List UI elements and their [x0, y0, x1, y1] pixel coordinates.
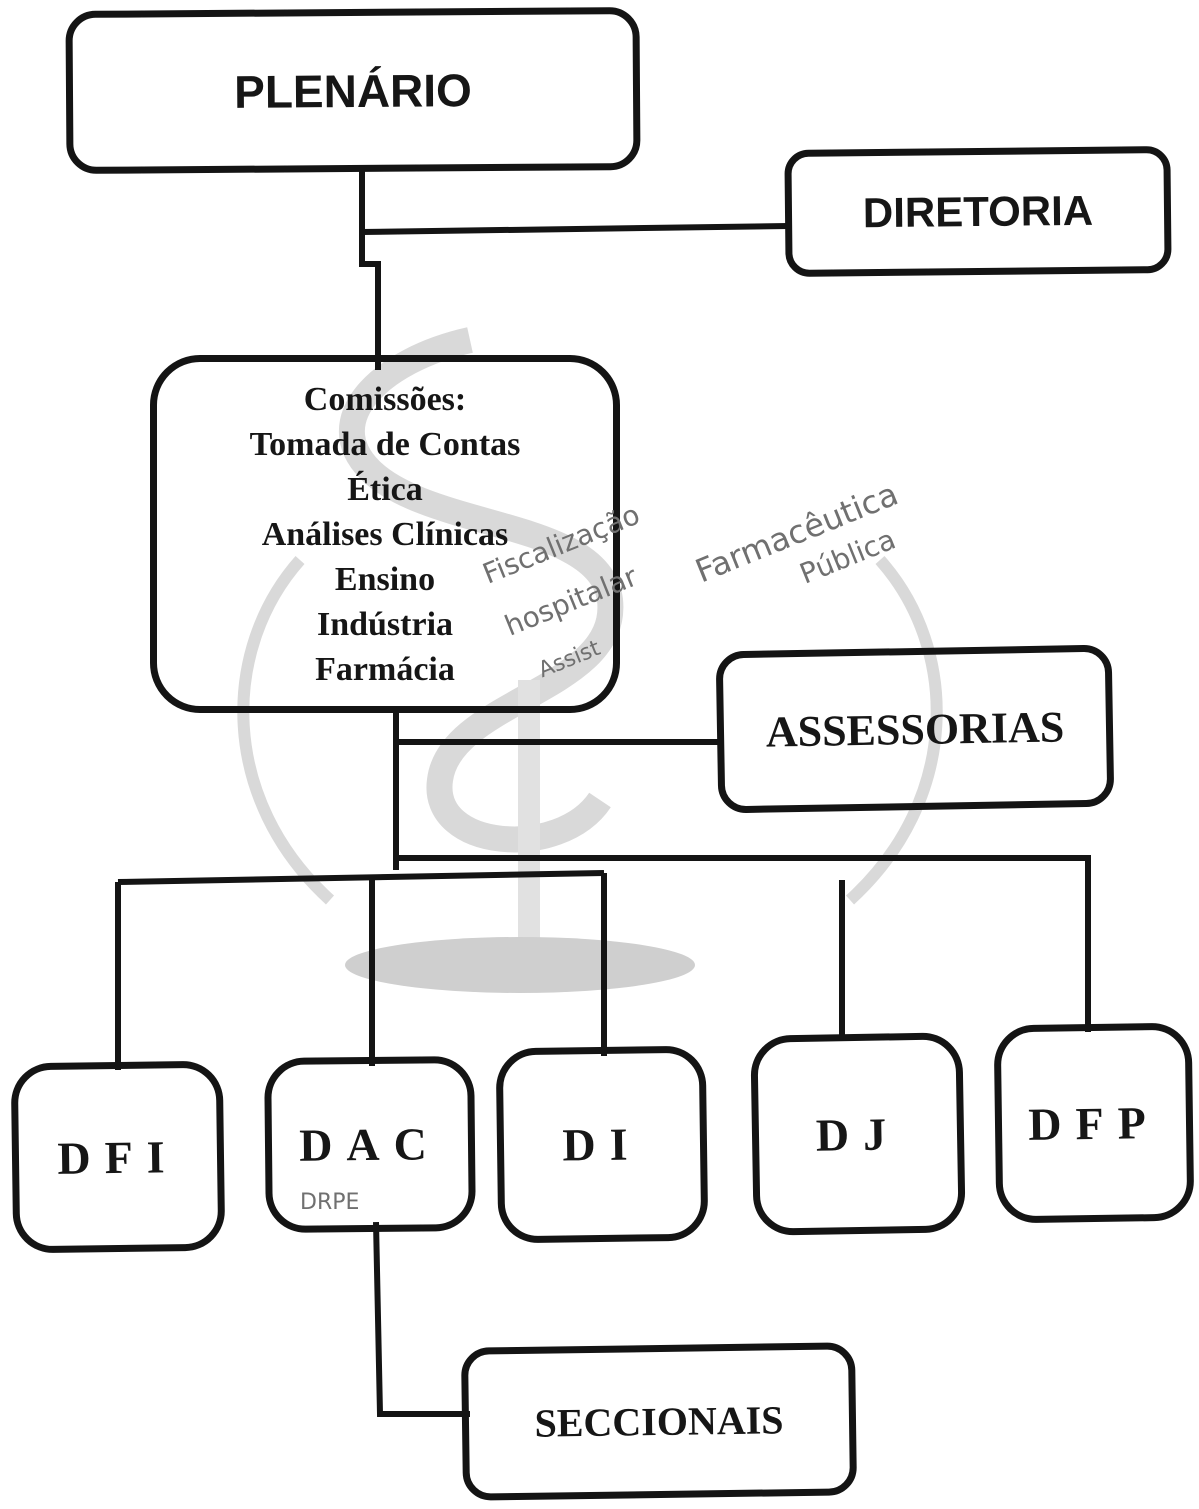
comissoes-box: Comissões: Tomada de Contas Ética Anális…	[150, 355, 620, 713]
comissao-item: Tomada de Contas	[249, 425, 521, 463]
assessorias-label: ASSESSORIAS	[765, 701, 1065, 757]
handwritten-note: DRPE	[300, 1190, 360, 1215]
department-label: DI	[562, 1118, 642, 1171]
assessorias-box: ASSESSORIAS	[715, 644, 1115, 814]
department-label: DAC	[298, 1118, 442, 1171]
department-box-dj: DJ	[750, 1032, 966, 1236]
department-box-di: DI	[495, 1045, 709, 1244]
plenario-box: PLENÁRIO	[65, 6, 641, 175]
seccionais-label: SECCIONAIS	[534, 1397, 784, 1446]
department-box-dfp: DFP	[993, 1022, 1195, 1224]
diretoria-box: DIRETORIA	[784, 145, 1172, 278]
diretoria-label: DIRETORIA	[862, 186, 1094, 236]
department-box-dac: DAC	[264, 1055, 476, 1234]
department-box-dfi: DFI	[10, 1060, 226, 1254]
comissao-item: Ensino	[334, 560, 436, 598]
comissao-item: Farmácia	[315, 650, 455, 688]
connector-lines	[115, 170, 1091, 1417]
comissao-item: Ética	[347, 470, 423, 508]
comissoes-title: Comissões:	[303, 380, 467, 418]
seccionais-box: SECCIONAIS	[460, 1342, 858, 1501]
comissao-item: Análises Clínicas	[261, 515, 509, 553]
department-label: DFI	[57, 1130, 179, 1184]
comissao-item: Indústria	[316, 605, 454, 643]
department-label: DFP	[1027, 1096, 1161, 1150]
plenario-label: PLENÁRIO	[233, 63, 473, 118]
department-label: DJ	[815, 1107, 901, 1161]
